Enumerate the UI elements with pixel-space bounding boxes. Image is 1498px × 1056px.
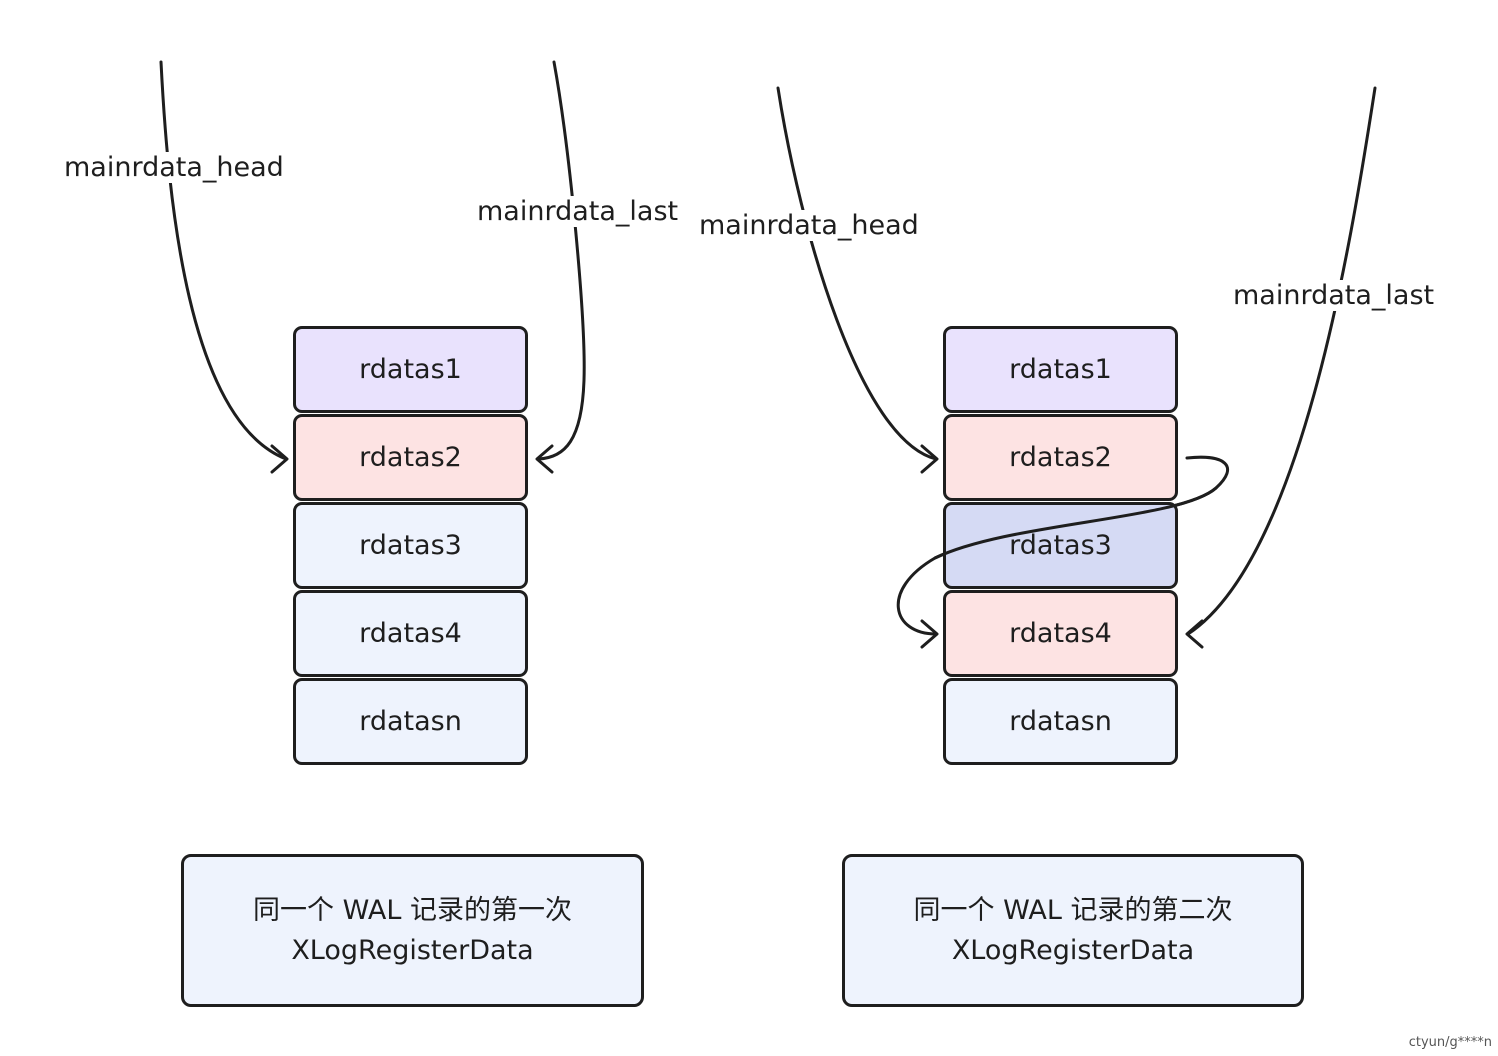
right-rdatasn-label: rdatasn bbox=[1009, 706, 1112, 737]
left-head-pointer-label: mainrdata_head bbox=[62, 152, 286, 183]
left-rdatas3-label: rdatas3 bbox=[359, 530, 462, 561]
right-rdatas4-label: rdatas4 bbox=[1009, 618, 1112, 649]
right-rdatas1-label: rdatas1 bbox=[1009, 354, 1112, 385]
right-rdatas4-box: rdatas4 bbox=[943, 590, 1178, 677]
right-rdatas1-box: rdatas1 bbox=[943, 326, 1178, 413]
left-rdatasn-box: rdatasn bbox=[293, 678, 528, 765]
right-rdatas3-box: rdatas3 bbox=[943, 502, 1178, 589]
left-head-arrowhead bbox=[270, 444, 289, 474]
right-last-pointer-label: mainrdata_last bbox=[1231, 280, 1437, 311]
left-caption-line1: 同一个 WAL 记录的第一次 bbox=[253, 894, 572, 926]
left-last-pointer-label: mainrdata_last bbox=[475, 196, 681, 227]
right-head-arrowhead bbox=[920, 444, 939, 474]
left-last-arrowhead bbox=[535, 444, 554, 474]
right-rdatas2-label: rdatas2 bbox=[1009, 442, 1112, 473]
right-link-arrowhead bbox=[920, 619, 939, 649]
right-caption-line1: 同一个 WAL 记录的第二次 bbox=[913, 894, 1233, 926]
watermark: ctyun/g****n bbox=[1408, 1035, 1492, 1050]
left-rdatas1-box: rdatas1 bbox=[293, 326, 528, 413]
right-rdatas2-box: rdatas2 bbox=[943, 414, 1178, 501]
left-rdatas4-box: rdatas4 bbox=[293, 590, 528, 677]
left-rdatasn-label: rdatasn bbox=[359, 706, 462, 737]
right-rdatasn-box: rdatasn bbox=[943, 678, 1178, 765]
right-rdatas3-label: rdatas3 bbox=[1009, 530, 1112, 561]
right-head-pointer-label: mainrdata_head bbox=[697, 210, 921, 241]
right-caption-line2: XLogRegisterData bbox=[951, 934, 1195, 966]
right-head-arrow bbox=[776, 86, 938, 461]
right-last-arrow bbox=[1186, 86, 1377, 636]
right-caption-box: 同一个 WAL 记录的第二次 XLogRegisterData bbox=[842, 854, 1304, 1007]
left-rdatas2-box: rdatas2 bbox=[293, 414, 528, 501]
left-caption-line2: XLogRegisterData bbox=[291, 934, 534, 966]
left-caption-box: 同一个 WAL 记录的第一次 XLogRegisterData bbox=[181, 854, 644, 1007]
left-head-arrow bbox=[159, 60, 288, 461]
left-rdatas4-label: rdatas4 bbox=[359, 618, 462, 649]
left-rdatas2-label: rdatas2 bbox=[359, 442, 462, 473]
left-rdatas3-box: rdatas3 bbox=[293, 502, 528, 589]
right-last-arrowhead bbox=[1185, 619, 1204, 649]
left-last-arrow bbox=[536, 60, 586, 461]
left-rdatas1-label: rdatas1 bbox=[359, 354, 462, 385]
